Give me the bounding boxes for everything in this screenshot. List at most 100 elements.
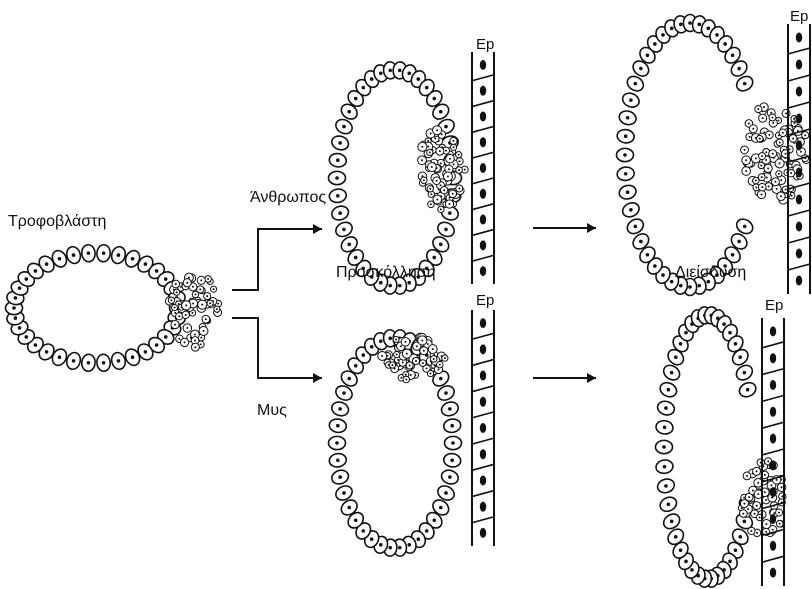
nucleus <box>58 257 62 261</box>
nucleus <box>780 195 782 197</box>
nucleus <box>690 568 694 572</box>
nucleus <box>776 188 778 190</box>
nucleus <box>670 280 674 284</box>
arrowhead <box>587 373 596 383</box>
nucleus <box>661 273 665 277</box>
nucleus <box>756 532 758 534</box>
nucleus <box>449 158 451 160</box>
nucleus <box>448 203 450 205</box>
nucleus <box>381 355 383 357</box>
nucleus <box>634 225 638 229</box>
nucleus <box>434 138 436 140</box>
nucleus <box>772 153 774 155</box>
nucleus <box>398 284 402 288</box>
nucleus <box>453 163 455 165</box>
nucleus <box>24 277 28 281</box>
nucleus <box>757 493 759 495</box>
epithelial-nucleus <box>480 397 486 407</box>
nucleus <box>174 324 176 326</box>
epithelial-nucleus <box>480 371 486 381</box>
nucleus <box>759 138 761 140</box>
nucleus <box>752 489 754 491</box>
epithelium-mouse-attach <box>472 310 494 546</box>
nucleus <box>354 364 358 368</box>
cell-border <box>472 464 494 470</box>
nucleus <box>440 184 442 186</box>
nucleus <box>436 180 438 182</box>
nucleus <box>738 355 742 359</box>
nucleus <box>458 169 460 171</box>
epithelial-nucleus <box>796 114 802 124</box>
nucleus <box>205 318 207 320</box>
nucleus <box>388 546 392 550</box>
cells-layer <box>6 15 811 588</box>
nucleus <box>423 350 425 352</box>
nucleus <box>743 225 747 229</box>
nucleus <box>439 150 441 152</box>
nucleus <box>354 97 358 101</box>
nucleus <box>684 560 688 564</box>
nucleus <box>752 128 754 130</box>
nucleus <box>767 167 769 169</box>
nucleus <box>391 364 393 366</box>
nucleus <box>440 208 442 210</box>
nucleus <box>452 193 454 195</box>
nucleus <box>379 72 383 76</box>
epithelial-nucleus <box>480 137 486 147</box>
epithelial-nucleus <box>480 215 486 225</box>
nucleus <box>745 170 747 172</box>
nucleus <box>737 240 741 244</box>
nucleus <box>354 256 358 260</box>
nucleus <box>707 27 711 31</box>
nucleus <box>388 69 392 73</box>
nucleus <box>416 537 420 541</box>
nucleus <box>192 286 194 288</box>
nucleus <box>361 353 365 357</box>
epithelial-nucleus <box>770 380 776 390</box>
nucleus <box>715 33 719 37</box>
nucleus <box>347 110 351 114</box>
nucleus <box>444 125 448 129</box>
nucleus <box>207 278 209 280</box>
nucleus <box>200 337 202 339</box>
nucleus <box>779 162 781 164</box>
nucleus <box>779 141 781 143</box>
nucleus <box>425 86 429 90</box>
nucleus <box>185 314 187 316</box>
nucleus <box>792 137 794 139</box>
nucleus <box>431 166 433 168</box>
nucleus <box>421 159 423 161</box>
nucleus <box>782 132 784 134</box>
cell-border <box>472 101 494 107</box>
cell-border <box>788 210 810 216</box>
nucleus <box>72 253 76 257</box>
nucleus <box>664 406 668 410</box>
nucleus <box>444 228 448 232</box>
nucleus <box>756 505 758 507</box>
nucleus <box>772 529 774 531</box>
nucleus <box>646 253 650 257</box>
nucleus <box>102 251 106 255</box>
epithelial-nucleus <box>480 318 486 328</box>
nucleus <box>728 331 732 335</box>
nucleus <box>804 134 806 136</box>
nucleus <box>18 326 22 330</box>
cell-border <box>762 422 784 428</box>
label-ep-mouse-invade: Ep <box>765 297 783 314</box>
nucleus <box>347 377 351 381</box>
nucleus <box>667 388 671 392</box>
epithelial-nucleus <box>480 86 486 96</box>
nucleus <box>388 284 392 288</box>
epithelial-nucleus <box>480 475 486 485</box>
nucleus <box>748 122 750 124</box>
nucleus <box>336 194 340 198</box>
nucleus <box>770 484 772 486</box>
nucleus <box>213 288 215 290</box>
nucleus <box>423 179 425 181</box>
cell-border <box>762 395 784 401</box>
nucleus <box>744 149 746 151</box>
label-ep-human-invade: Ep <box>790 8 808 25</box>
nucleus <box>765 499 767 501</box>
cell-border <box>788 75 810 81</box>
cell-border <box>762 556 784 562</box>
